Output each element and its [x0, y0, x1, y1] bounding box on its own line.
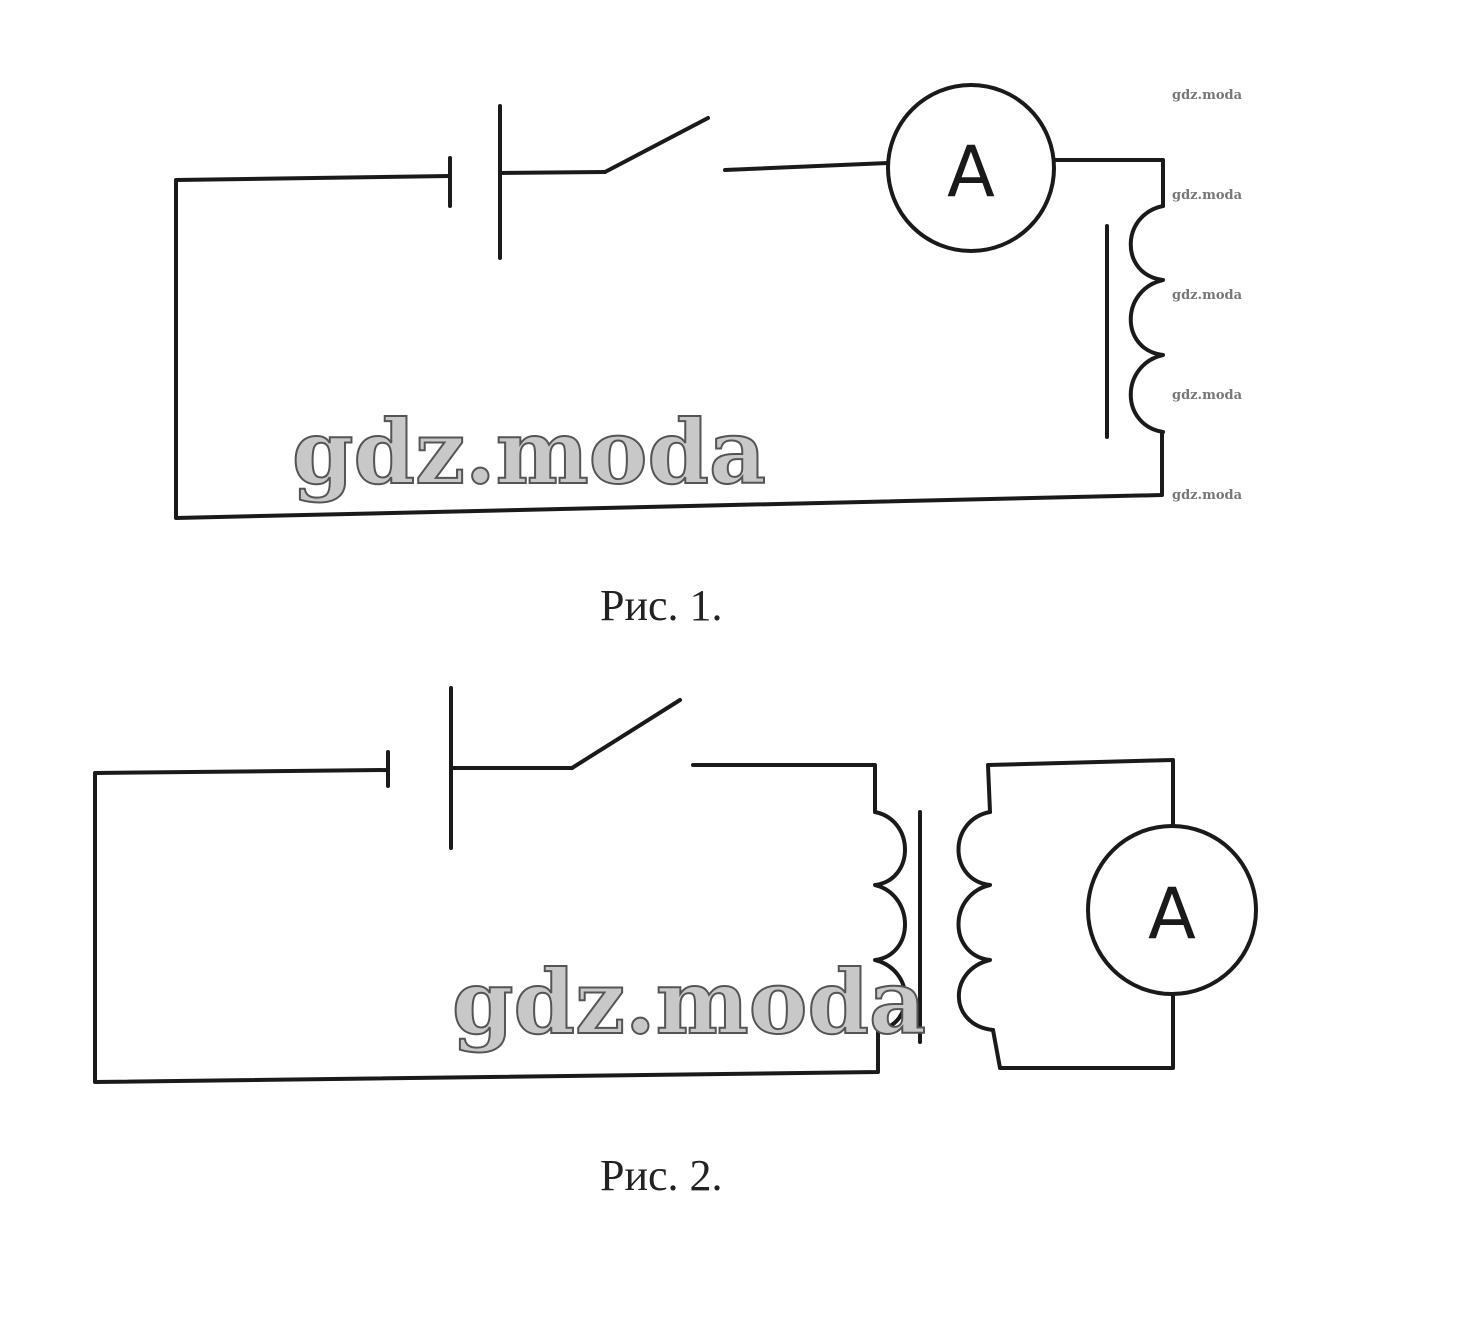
watermark-small: gdz.moda — [1172, 288, 1243, 303]
wire — [986, 758, 1175, 828]
wire — [991, 992, 1175, 1070]
watermark: gdz.moda — [452, 950, 926, 1054]
ammeter — [886, 83, 1056, 253]
figure-1-caption: Рис. 1. — [600, 581, 723, 630]
wire — [93, 768, 880, 1084]
watermark-small: gdz.moda — [1172, 188, 1243, 203]
primary-coil — [873, 810, 908, 1032]
watermark: gdz.moda — [292, 400, 766, 504]
watermark-small: gdz.moda — [1172, 488, 1243, 503]
watermark-small: gdz.moda — [1172, 388, 1243, 403]
wire — [174, 174, 1164, 520]
wire — [723, 161, 890, 172]
secondary-coil — [956, 810, 995, 1032]
switch-blade — [570, 698, 682, 770]
watermark-small: gdz.moda — [1172, 88, 1243, 103]
wire — [1053, 158, 1165, 208]
figure-2-circuit: A — [93, 686, 1258, 1084]
wire — [691, 763, 877, 814]
ammeter-label: A — [1148, 873, 1196, 955]
figure-2-caption: Рис. 2. — [600, 1151, 723, 1200]
wire — [498, 170, 607, 175]
switch-blade — [603, 116, 710, 174]
inductor-coil — [1128, 204, 1165, 434]
figure-1-circuit: A — [174, 83, 1165, 520]
ammeter-label: A — [947, 131, 995, 213]
